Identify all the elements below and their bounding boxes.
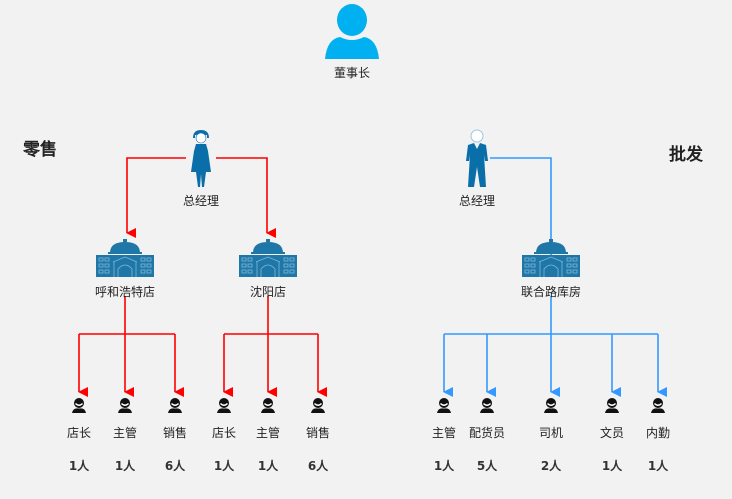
- building-icon-hohhot: [96, 239, 154, 277]
- staff-count-label: 6人: [307, 459, 329, 473]
- building-icon-shenyang: [239, 239, 297, 277]
- staff-role-label: 销售: [162, 426, 188, 440]
- staff-person-icon: [117, 397, 133, 413]
- staff-count-label: 1人: [213, 459, 235, 473]
- staff-role-label: 司机: [538, 426, 564, 440]
- staff-count-label: 1人: [433, 459, 455, 473]
- section-title-wholesale: 批发: [669, 145, 703, 165]
- staff-person-icon: [604, 397, 620, 413]
- wholesale-manager-label: 总经理: [458, 194, 496, 208]
- staff-person-icon: [216, 397, 232, 413]
- staff-role-label: 主管: [255, 426, 281, 440]
- staff-count-label: 1人: [601, 459, 623, 473]
- staff-role-label: 主管: [112, 426, 138, 440]
- female-manager-icon: [191, 130, 211, 187]
- staff-person-icon: [167, 397, 183, 413]
- store-label-lianhelu-warehouse: 联合路库房: [520, 285, 582, 299]
- building-icon-lianhelu-warehouse: [522, 239, 580, 277]
- staff-count-label: 6人: [164, 459, 186, 473]
- staff-role-label: 文员: [599, 426, 625, 440]
- staff-person-icon: [71, 397, 87, 413]
- staff-count-label: 1人: [647, 459, 669, 473]
- connector-line: [126, 157, 186, 238]
- staff-count-label: 2人: [540, 459, 562, 473]
- staff-person-icon: [260, 397, 276, 413]
- section-title-retail: 零售: [23, 140, 57, 160]
- connector-line: [216, 157, 276, 238]
- store-label-hohhot: 呼和浩特店: [94, 285, 156, 299]
- staff-person-icon: [543, 397, 559, 413]
- chairman-label: 董事长: [333, 66, 371, 80]
- staff-count-label: 1人: [114, 459, 136, 473]
- staff-role-label: 销售: [305, 426, 331, 440]
- staff-role-label: 店长: [66, 426, 92, 440]
- staff-role-label: 内勤: [645, 426, 671, 440]
- staff-role-label: 店长: [211, 426, 237, 440]
- male-manager-icon: [466, 129, 488, 187]
- staff-person-icon: [650, 397, 666, 413]
- staff-person-icon: [436, 397, 452, 413]
- store-label-shenyang: 沈阳店: [249, 285, 287, 299]
- staff-count-label: 1人: [68, 459, 90, 473]
- retail-manager-label: 总经理: [182, 194, 220, 208]
- staff-person-icon: [479, 397, 495, 413]
- staff-count-label: 1人: [257, 459, 279, 473]
- staff-role-label: 主管: [431, 426, 457, 440]
- staff-role-label: 配货员: [468, 426, 506, 440]
- person-icon: [325, 4, 379, 59]
- connector-line: [490, 157, 560, 266]
- staff-count-label: 5人: [476, 459, 498, 473]
- staff-person-icon: [310, 397, 326, 413]
